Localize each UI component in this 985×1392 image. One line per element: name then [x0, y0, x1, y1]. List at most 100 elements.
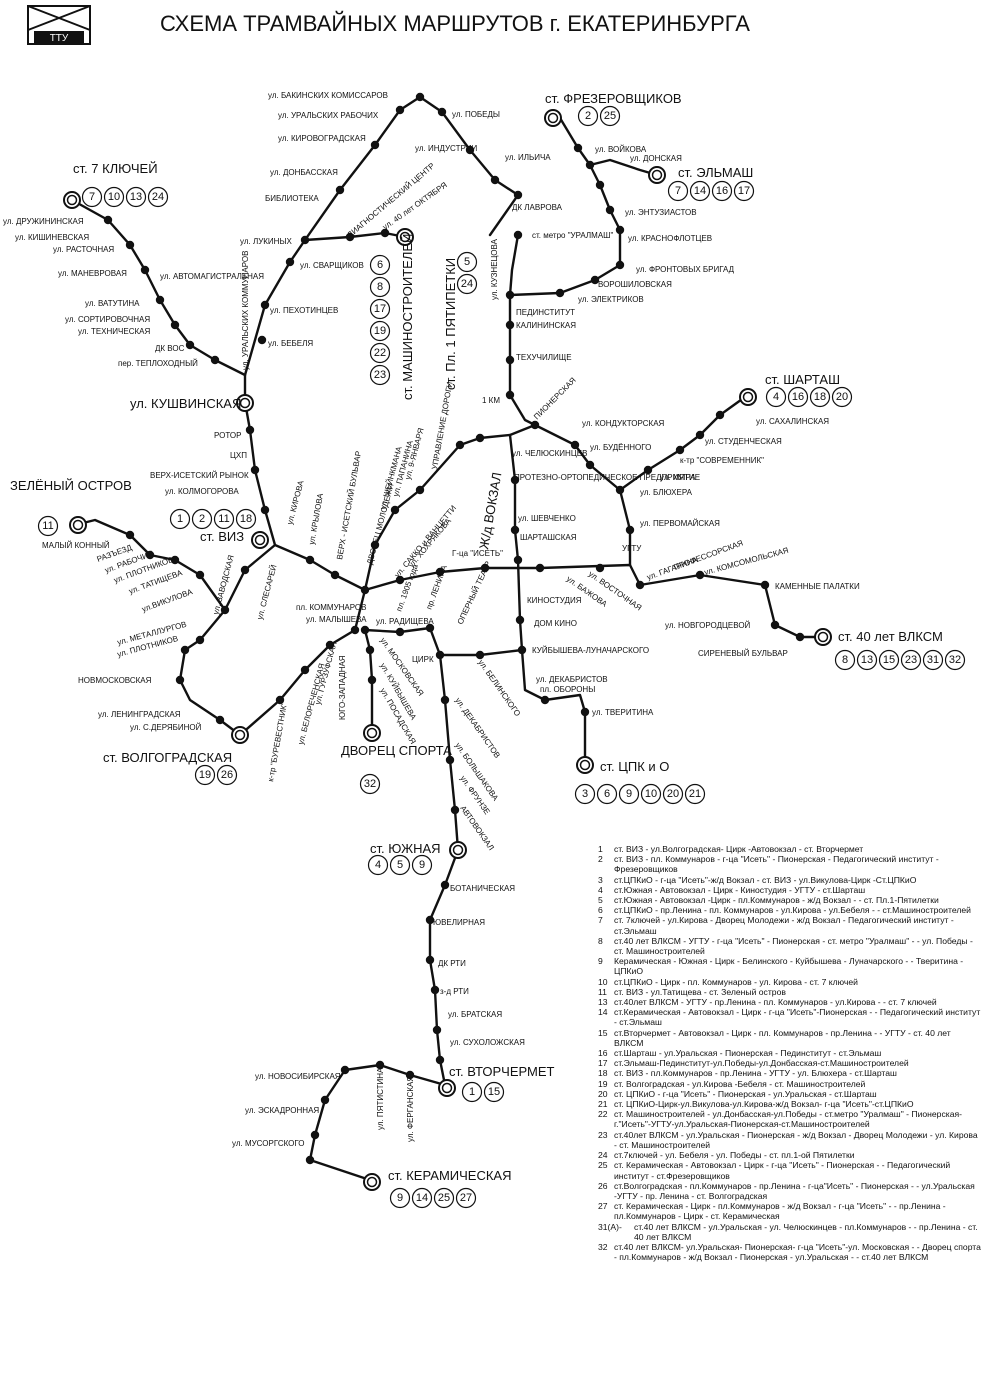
- terminal-label-ker: ст. КЕРАМИЧЕСКАЯ: [388, 1168, 511, 1183]
- route-badge-number: 26: [221, 769, 233, 781]
- stop-label: ул. БЕБЕЛЯ: [268, 339, 313, 348]
- route-badge: [433, 1187, 455, 1209]
- stop-dot: [260, 505, 270, 515]
- route-badge-number: 32: [364, 778, 376, 790]
- route-badge: [461, 1081, 483, 1103]
- stop-dot: [220, 605, 230, 615]
- route-badge: [878, 649, 900, 671]
- stop-dot: [370, 140, 380, 150]
- legend-route-description: ст. Керамическая - Автовокзал - Цирк - г…: [614, 1160, 951, 1181]
- legend-route-description: ст.Керамическая - Автовокзал - Цирк - г-…: [614, 1007, 981, 1028]
- terminal-ring-inner: [239, 397, 251, 409]
- terminal-ring-inner: [742, 391, 754, 403]
- route-badge-number: 18: [240, 513, 252, 525]
- route-badge: [577, 105, 599, 127]
- stop-label: ул. С.ДЕРЯБИНОЙ: [130, 723, 202, 732]
- stop-label: ул. ХОХРЯКОВА: [407, 516, 454, 569]
- stop-label: ВЕРХ-ИСЕТСКИЙ РЫНОК: [150, 471, 249, 480]
- stop-dot: [437, 107, 447, 117]
- legend-route-description: ст. ВИЗ - ул.Волгоградская- Цирк -Автово…: [614, 844, 864, 854]
- route-badge: [216, 764, 238, 786]
- stop-label: ул. АВТОМАГИСТРАЛЬНАЯ: [160, 272, 264, 281]
- route-badge-number: 2: [199, 513, 205, 525]
- legend-route-number: 8: [598, 935, 603, 946]
- stop-dot: [103, 215, 113, 225]
- stop-label: ул. БРАТСКАЯ: [448, 1010, 502, 1019]
- terminal-ring-inner: [72, 519, 84, 531]
- route-badge-number: 1: [469, 1086, 475, 1098]
- stop-label: ЦИРК: [412, 655, 434, 664]
- legend-route-number: 31(А)-: [598, 1221, 622, 1232]
- stop-label: БОТАНИЧЕСКАЯ: [450, 884, 515, 893]
- stop-label: ул. ФРОНТОВЫХ БРИГАД: [636, 265, 735, 274]
- stop-label: Г-ца "ИСЕТЬ": [452, 549, 503, 558]
- stop-label: ул. САХАЛИНСКАЯ: [756, 417, 829, 426]
- stop-label: ул. КИРОВА: [285, 479, 306, 526]
- stop-dot: [455, 440, 465, 450]
- route-badge: [455, 1187, 477, 1209]
- legend-route-number: 2: [598, 854, 603, 865]
- stop-labels: ул. БАКИНСКИХ КОМИССАРОВ ул. УРАЛЬСКИХ Р…: [3, 91, 860, 1148]
- route-badge-number: 14: [416, 1192, 428, 1204]
- stop-label: ПИОНЕРСКАЯ: [532, 376, 578, 422]
- stop-dot: [590, 275, 600, 285]
- terminal-ring: [576, 756, 594, 774]
- stop-dot: [195, 635, 205, 645]
- terminal-ring: [251, 531, 269, 549]
- stop-label: ул. УРАЛЬСКИХ РАБОЧИХ: [278, 111, 379, 120]
- stop-dot: [573, 143, 583, 153]
- legend-route-description: ст. Керамическая - Цирк - пл.Коммунаров …: [614, 1201, 946, 1222]
- terminal-ring-inner: [366, 727, 378, 739]
- route-badge: [456, 251, 478, 273]
- legend-route-number: 23: [598, 1129, 608, 1140]
- stop-dot: [450, 805, 460, 815]
- route-badge-number: 4: [773, 391, 779, 403]
- stop-dot: [395, 627, 405, 637]
- stop-dot: [715, 410, 725, 420]
- stop-label: ул. КИШИНЕВСКАЯ: [15, 233, 89, 242]
- route-badge: [922, 649, 944, 671]
- terminal-labels: ст. 7 КЛЮЧЕЙ ст. ФРЕЗЕРОВЩИКОВ ст. ЭЛЬМА…: [10, 91, 943, 1183]
- terminal-ring-inner: [452, 844, 464, 856]
- stop-dot: [425, 623, 435, 633]
- stop-label: ул. БЕЛИНСКОГО: [476, 658, 522, 718]
- stop-dot: [513, 555, 523, 565]
- stop-label: ул. ТВЕРИТИНА: [592, 708, 654, 717]
- stop-dot: [445, 755, 455, 765]
- route-badge-number: 32: [949, 654, 961, 666]
- stop-label: ул. ПЕХОТИНЦЕВ: [270, 306, 338, 315]
- stop-dot: [425, 955, 435, 965]
- route-badge-number: 31: [927, 654, 939, 666]
- legend-route-description: ст. ЦПКиО - г-ца "Исеть" - Пионерская - …: [614, 1088, 877, 1099]
- route-badge: [787, 386, 809, 408]
- route-badge-number: 9: [419, 859, 425, 871]
- stop-label: ул. ИНДУСТРИИ: [415, 144, 478, 153]
- legend-route-description: ст.Эльмаш-Пединститут-ул.Победы-ул.Донба…: [614, 1058, 909, 1069]
- stop-label: ЮГО-ЗАПАДНАЯ: [338, 655, 347, 720]
- terminal-ring: [396, 228, 414, 246]
- legend-route-description: ст. ВИЗ - пл.Коммунаров - пр.Ленина - УГ…: [614, 1068, 897, 1079]
- route-badge-number: 9: [397, 1192, 403, 1204]
- route-badge-number: 1: [177, 513, 183, 525]
- terminal-ring: [544, 109, 562, 127]
- stop-label: к-тр "СОВРЕМЕННИК": [680, 456, 764, 465]
- legend-route-number: 21: [598, 1099, 608, 1110]
- stop-dot: [515, 615, 525, 625]
- route-badge-number: 19: [199, 769, 211, 781]
- stop-dot: [605, 205, 615, 215]
- stop-dot: [300, 665, 310, 675]
- stop-label: БИБЛИОТЕКА: [265, 194, 319, 203]
- stop-label: ДК ВОС: [155, 344, 185, 353]
- stop-label: ул. СЛЕСАРЕЙ: [255, 563, 278, 620]
- legend-route-description: Керамическая - Южная - Цирк - Белинского…: [614, 956, 964, 977]
- legend-route-number: 5: [598, 895, 603, 906]
